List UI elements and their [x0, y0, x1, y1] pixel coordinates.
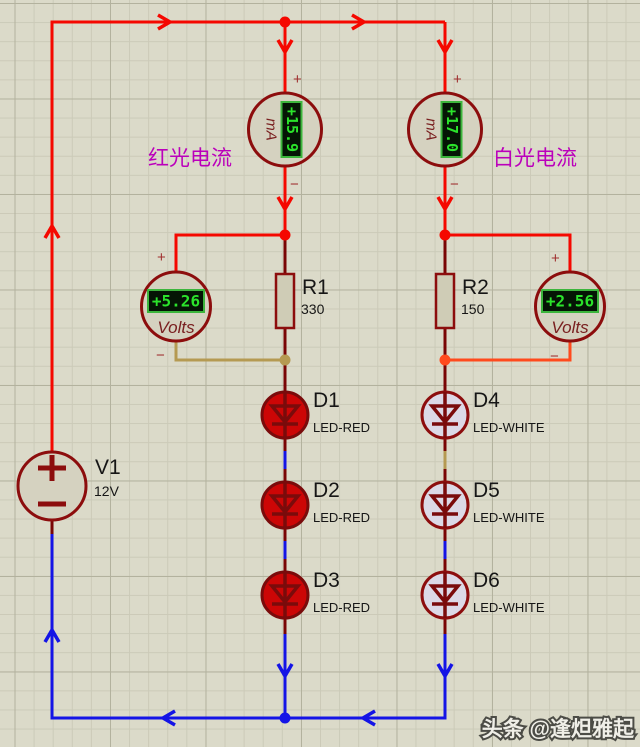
arrow-right-icon [157, 13, 174, 31]
diode-symbol-icon [268, 572, 302, 618]
resistor-ref: R2 [462, 276, 489, 299]
led-ref: D2 [313, 479, 340, 502]
source-body[interactable] [16, 450, 88, 522]
led-value: LED-RED [313, 510, 370, 525]
led-ref: D4 [473, 389, 500, 412]
resistor-ref: R1 [302, 276, 329, 299]
lcd-display [440, 101, 463, 158]
arrow-down-icon [276, 663, 294, 680]
junction-dot [279, 354, 291, 366]
led-ref: D6 [473, 569, 500, 592]
led-d4[interactable]: D4 LED-WHITE [420, 389, 545, 440]
source-ref: V1 [95, 456, 121, 479]
terminal-plus-label: + [157, 249, 166, 266]
arrow-down-icon [436, 39, 454, 56]
led-ref: D3 [313, 569, 340, 592]
voltmeter-reading: +5.26 [152, 292, 200, 311]
voltmeter-red[interactable]: + +5.26 Volts − [140, 249, 212, 364]
junction-dot [279, 229, 291, 241]
voltmeter-white[interactable]: + +2.56 Volts − [534, 250, 606, 365]
junctions [279, 16, 451, 724]
diode-symbol-icon [268, 482, 302, 528]
junction-dot [439, 354, 451, 366]
wire-voltmeter-white-minus[interactable] [445, 341, 572, 362]
wire-positive-top-bus[interactable] [50, 20, 445, 452]
resistor-body[interactable] [434, 272, 456, 330]
diode-symbol-icon [428, 482, 462, 528]
junction-dot [279, 712, 291, 724]
watermark-text: 头条 @逢炟雅起 [482, 717, 635, 741]
led-d6[interactable]: D6 LED-WHITE [420, 569, 545, 620]
voltmeter-reading: +2.56 [546, 292, 594, 311]
junction-dot [439, 229, 451, 241]
diode-symbol-icon [268, 392, 302, 438]
current-arrows [43, 13, 454, 727]
dc-source-v1[interactable]: V1 12V [16, 450, 121, 522]
arrow-down-icon [276, 196, 294, 213]
diode-symbol-icon [428, 392, 462, 438]
led-value: LED-WHITE [473, 510, 545, 525]
ammeter-reading: +17.0 [443, 107, 461, 152]
wires [50, 20, 572, 720]
white-current-annotation: 白光电流 [493, 147, 577, 170]
plus-symbol-icon [38, 455, 66, 481]
ammeter-unit-label: mA [263, 118, 280, 141]
arrow-up-icon [43, 222, 61, 239]
led-d1[interactable]: D1 LED-RED [260, 389, 370, 440]
ammeter-unit-label: mA [423, 118, 440, 141]
terminal-plus-label: + [293, 71, 302, 88]
resistor-body[interactable] [274, 272, 296, 330]
resistor-value: 330 [301, 301, 325, 317]
arrow-down-icon [436, 663, 454, 680]
terminal-minus-label: − [450, 176, 459, 193]
led-value: LED-RED [313, 420, 370, 435]
resistor-r2[interactable]: R2 150 [434, 272, 489, 330]
ammeter-white[interactable]: + +17.0 mA − [407, 71, 483, 193]
terminal-plus-label: + [453, 71, 462, 88]
terminal-minus-label: − [156, 347, 165, 364]
voltmeter-unit-label: Volts [551, 318, 589, 337]
resistor-value: 150 [461, 301, 485, 317]
terminal-minus-label: − [550, 348, 559, 365]
arrow-up-icon [43, 626, 61, 643]
wire-voltmeter-red-minus[interactable] [174, 341, 285, 362]
diode-symbol-icon [428, 572, 462, 618]
led-ref: D5 [473, 479, 500, 502]
lcd-display [147, 289, 205, 313]
terminal-minus-label: − [290, 176, 299, 193]
arrow-left-icon [159, 709, 176, 727]
wire-voltmeter-red-plus[interactable] [174, 233, 285, 272]
source-value: 12V [94, 483, 120, 499]
arrow-down-icon [436, 196, 454, 213]
resistor-r1[interactable]: R1 330 [274, 272, 329, 330]
arrow-right-icon [351, 13, 368, 31]
voltmeter-unit-label: Volts [157, 318, 195, 337]
led-value: LED-WHITE [473, 600, 545, 615]
led-value: LED-WHITE [473, 420, 545, 435]
led-d2[interactable]: D2 LED-RED [260, 479, 370, 530]
ammeter-red[interactable]: + +15.9 mA − [247, 71, 323, 193]
terminal-plus-label: + [551, 250, 560, 267]
arrow-left-icon [359, 709, 376, 727]
junction-dot [279, 16, 291, 28]
red-current-annotation: 红光电流 [148, 147, 232, 170]
led-ref: D1 [313, 389, 340, 412]
lcd-display [280, 101, 303, 158]
arrow-down-icon [276, 39, 294, 56]
lcd-display [541, 289, 599, 313]
led-value: LED-RED [313, 600, 370, 615]
wire-voltmeter-white-plus[interactable] [445, 233, 572, 272]
ammeter-reading: +15.9 [283, 107, 301, 152]
led-d3[interactable]: D3 LED-RED [260, 569, 370, 620]
led-d5[interactable]: D5 LED-WHITE [420, 479, 545, 530]
wire-ground-bus[interactable] [50, 534, 447, 720]
